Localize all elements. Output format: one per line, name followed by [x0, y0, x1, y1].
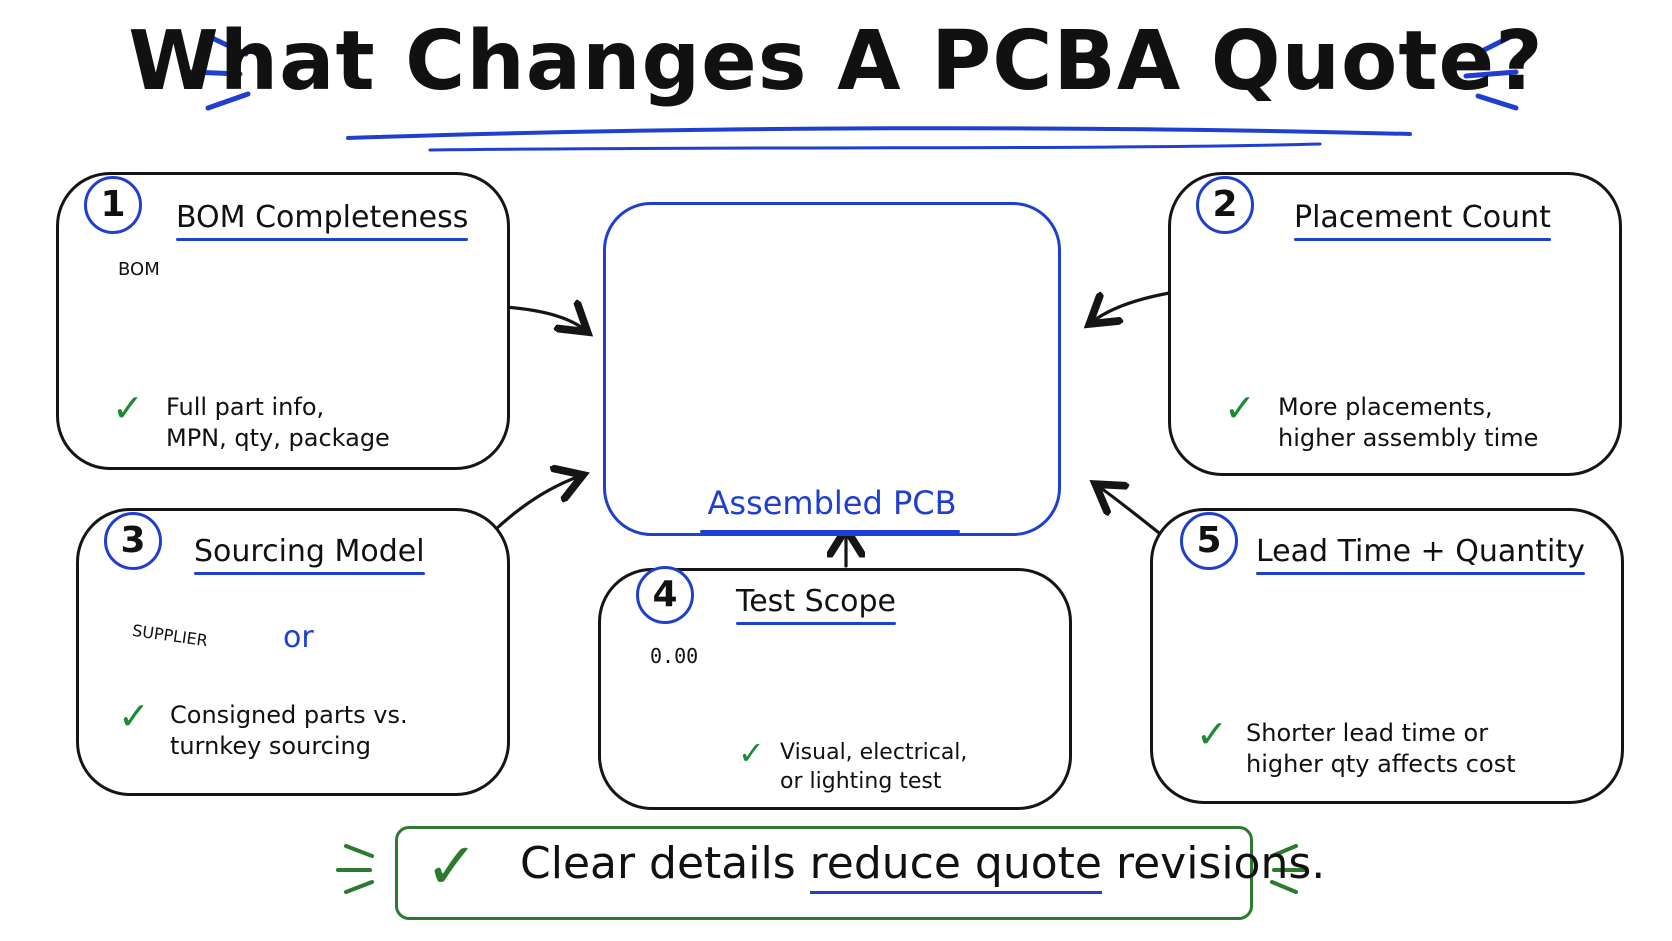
- summary-text: Clear details reduce quote revisions.: [520, 838, 1325, 889]
- check-icon: ✓: [112, 386, 144, 430]
- card-4-number: 4: [636, 566, 694, 624]
- check-icon: ✓: [1196, 712, 1228, 756]
- card-2-number: 2: [1196, 176, 1254, 234]
- card-3-description: Consigned parts vs.turnkey sourcing: [170, 700, 408, 762]
- card-3-title: Sourcing Model: [194, 534, 425, 569]
- check-icon: ✓: [118, 694, 150, 738]
- card-1-number: 1: [84, 176, 142, 234]
- check-icon: ✓: [425, 830, 479, 904]
- card-5-number: 5: [1180, 512, 1238, 570]
- center-label: Assembled PCB: [608, 484, 1056, 522]
- card-4-description: Visual, electrical,or lighting test: [780, 738, 967, 796]
- title-underline-icon: [348, 128, 1410, 150]
- card-1-description: Full part info,MPN, qty, package: [166, 392, 390, 454]
- card-1-title: BOM Completeness: [176, 200, 468, 235]
- check-icon: ✓: [738, 734, 765, 772]
- card-3-number: 3: [104, 512, 162, 570]
- card-2-title: Placement Count: [1294, 200, 1551, 235]
- page-title: What Changes A PCBA Quote?: [0, 14, 1672, 109]
- bom-sheet-label: BOM: [118, 259, 160, 280]
- center-label-underline: [700, 530, 960, 533]
- card-5-title: Lead Time + Quantity: [1256, 534, 1585, 569]
- card-4-title: Test Scope: [736, 584, 896, 619]
- card-2-description: More placements,higher assembly time: [1278, 392, 1538, 454]
- meter-reading: 0.00: [650, 644, 698, 668]
- check-icon: ✓: [1224, 386, 1256, 430]
- or-label: or: [283, 620, 314, 655]
